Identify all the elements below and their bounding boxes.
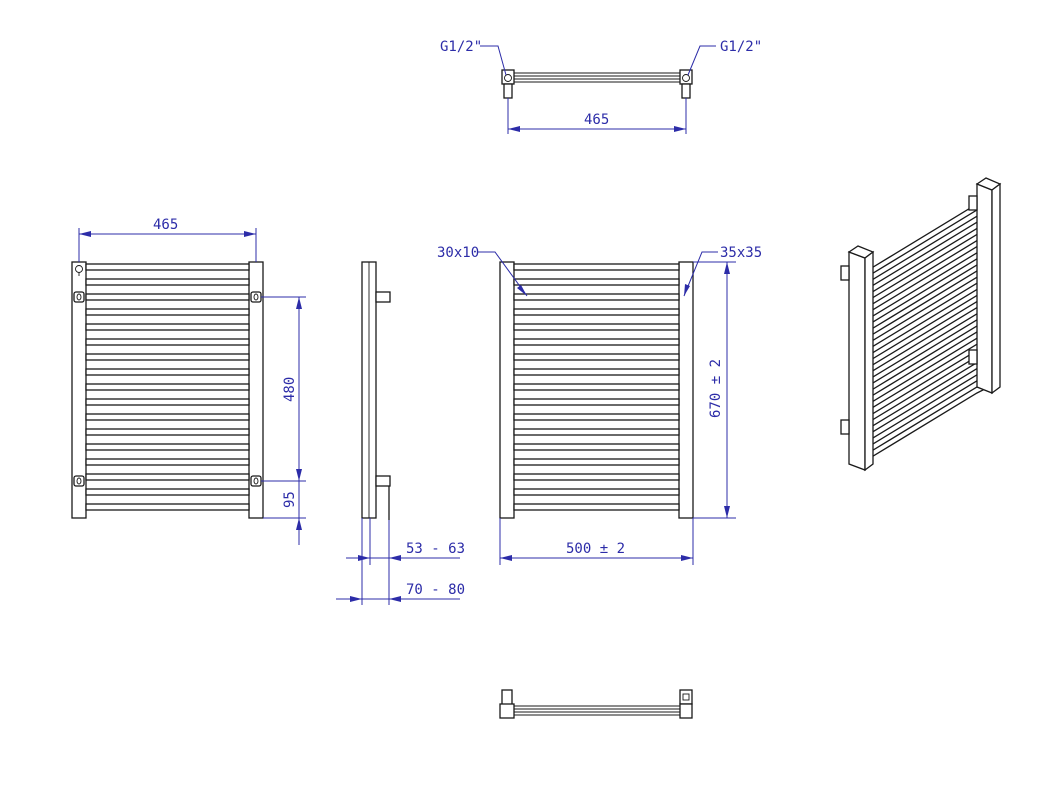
profile-bar	[513, 458, 680, 466]
profile-bar	[513, 473, 680, 481]
profile-bar	[513, 353, 680, 361]
front-view-radiator	[71, 261, 264, 519]
front-bar	[85, 488, 250, 496]
bar-profile-callout: 30x10	[437, 245, 528, 297]
bottom-offset-label: 95	[282, 491, 298, 508]
top-inlet-right-label: G1/2"	[720, 39, 762, 55]
bottom-offset-dimension: 95	[263, 481, 306, 545]
front-width-label: 465	[153, 217, 178, 233]
profile-bar	[513, 413, 680, 421]
front-bar	[85, 443, 250, 451]
front-bar	[85, 458, 250, 466]
front-bar	[85, 278, 250, 286]
front-bar	[85, 413, 250, 421]
connection-spacing-dimension: 480	[261, 296, 306, 482]
profile-bar	[513, 383, 680, 391]
front-width-dimension: 465	[78, 217, 257, 262]
profile-bar	[513, 308, 680, 316]
profile-bar	[513, 398, 680, 406]
profile-bar	[513, 263, 680, 271]
front-bar	[85, 368, 250, 376]
front-bar	[85, 308, 250, 316]
column-profile-callout: 35x35	[683, 245, 762, 297]
front-bar	[85, 428, 250, 436]
column-profile-label: 35x35	[720, 245, 762, 261]
profile-bar	[513, 368, 680, 376]
iso-bars	[864, 198, 986, 463]
profile-bar	[513, 338, 680, 346]
top-width-label: 465	[584, 112, 609, 128]
front-bar	[85, 263, 250, 271]
profile-bar	[513, 503, 680, 511]
top-inlet-right-callout: G1/2"	[687, 39, 762, 76]
overall-width-label: 500 ± 2	[566, 541, 625, 557]
front-bars	[85, 263, 250, 511]
front-bar	[85, 383, 250, 391]
overall-width-dimension: 500 ± 2	[499, 518, 694, 565]
profile-bar	[513, 293, 680, 301]
profile-bar	[513, 443, 680, 451]
top-inlet-left-callout: G1/2"	[440, 39, 507, 76]
depth-outer-dimension: 70 - 80	[336, 518, 465, 605]
profile-bar	[513, 428, 680, 436]
top-width-dimension: 465	[507, 98, 687, 134]
top-inlet-left-label: G1/2"	[440, 39, 482, 55]
front-bar	[85, 323, 250, 331]
front-bar	[85, 353, 250, 361]
front-bar	[85, 338, 250, 346]
profile-bars	[513, 263, 680, 511]
top-view	[501, 69, 693, 99]
depth-outer-label: 70 - 80	[406, 582, 465, 598]
connection-spacing-label: 480	[282, 377, 298, 402]
bar-profile-label: 30x10	[437, 245, 479, 261]
isometric-view-radiator	[840, 177, 1002, 472]
profile-bar	[513, 323, 680, 331]
side-view-radiator	[361, 261, 391, 520]
depth-inner-dimension: 53 - 63	[346, 518, 465, 605]
front-bar	[85, 293, 250, 301]
depth-inner-label: 53 - 63	[406, 541, 465, 557]
bottom-view	[499, 689, 693, 719]
front-bar	[85, 473, 250, 481]
profile-view-radiator	[499, 261, 694, 519]
front-bar	[85, 398, 250, 406]
front-bar	[85, 503, 250, 511]
profile-bar	[513, 488, 680, 496]
profile-bar	[513, 278, 680, 286]
overall-height-label: 670 ± 2	[708, 359, 724, 418]
overall-height-dimension: 670 ± 2	[693, 261, 736, 519]
